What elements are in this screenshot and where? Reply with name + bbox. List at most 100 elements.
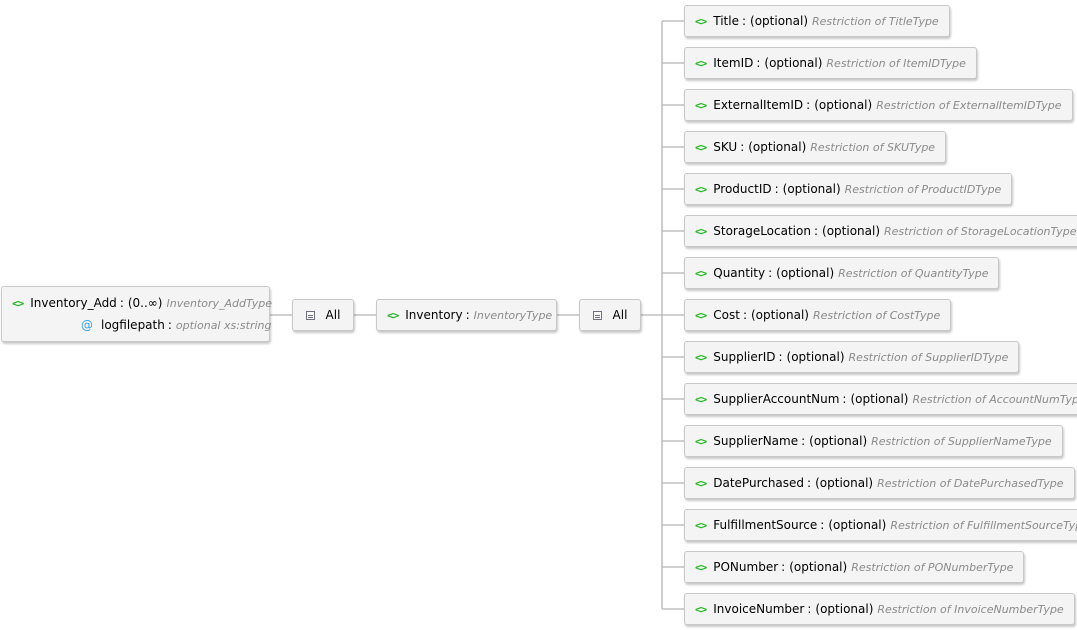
child-element-type: Restriction of SKUType <box>810 140 936 154</box>
child-element-row: <> SupplierName:(optional)Restriction of … <box>685 430 1062 452</box>
element-icon: <> <box>12 296 24 310</box>
child-element-row: <>ItemID:(optional)Restriction of ItemID… <box>685 52 976 74</box>
root-attribute-row[interactable]: @ logfilepath : optional xs:string <box>2 314 272 336</box>
child-element-row: <>FulfillmentSource:(optional)Restrictio… <box>685 514 1077 536</box>
child-element-type: Restriction of CostType <box>812 308 941 322</box>
child-element-name: SupplierName <box>713 434 799 448</box>
compositor-label: All <box>612 308 628 322</box>
child-element-node[interactable]: <>ProductID:(optional)Restriction of Pro… <box>684 173 1013 205</box>
separator: : <box>741 14 747 28</box>
child-element-node[interactable]: <>PONumber:(optional)Restriction of PONu… <box>684 551 1025 583</box>
element-icon: <> <box>695 602 707 616</box>
separator: : <box>119 296 124 310</box>
separator: : <box>167 318 172 332</box>
child-element-type: Restriction of SupplierNameType <box>871 434 1052 448</box>
inventory-element-node[interactable]: <> Inventory : InventoryType <box>376 299 557 331</box>
child-element-occurrence: (optional) <box>786 350 845 364</box>
inventory-element-row: <> Inventory : InventoryType <box>377 304 556 326</box>
child-element-node[interactable]: <>Title:(optional)Restriction of TitleTy… <box>684 5 950 37</box>
element-icon: <> <box>695 224 707 238</box>
child-element-name: InvoiceNumber <box>713 602 805 616</box>
all-compositor-2[interactable]: All <box>579 299 641 331</box>
child-element-name: SupplierID <box>713 350 776 364</box>
separator: : <box>756 56 761 70</box>
child-element-name: DatePurchased <box>713 476 805 490</box>
separator: : <box>807 602 812 616</box>
root-element-row[interactable]: <> Inventory_Add : (0..∞) Inventory_AddT… <box>2 292 272 314</box>
child-element-name: ProductID <box>713 182 772 196</box>
child-element-node[interactable]: <>SupplierID:(optional)Restriction of Su… <box>684 341 1020 373</box>
child-element-type: Restriction of DatePurchasedType <box>877 476 1064 490</box>
child-element-occurrence: (optional) <box>776 266 835 280</box>
child-element-row: <>InvoiceNumber:(optional)Restriction of… <box>685 598 1074 620</box>
child-element-type: Restriction of FulfillmentSourceType <box>890 518 1077 532</box>
child-element-name: SKU <box>713 140 738 154</box>
child-element-node[interactable]: <>InvoiceNumber:(optional)Restriction of… <box>684 593 1075 625</box>
all-compositor-icon <box>592 310 602 320</box>
child-element-node[interactable]: <>SupplierAccountNum:(optional)Restricti… <box>684 383 1077 415</box>
child-element-occurrence: (optional) <box>809 434 868 448</box>
separator: : <box>778 350 783 364</box>
child-element-type: Restriction of TitleType <box>812 14 939 28</box>
child-element-row: <>SupplierAccountNum:(optional)Restricti… <box>685 388 1077 410</box>
child-element-name: Quantity <box>713 266 766 280</box>
all-compositor-1[interactable]: All <box>292 299 354 331</box>
child-element-type: Restriction of PONumberType <box>851 560 1014 574</box>
child-element-name: PONumber <box>713 560 779 574</box>
child-element-occurrence: (optional) <box>815 602 874 616</box>
all-compositor-icon <box>305 310 315 320</box>
child-element-occurrence: (optional) <box>822 224 881 238</box>
child-element-type: Restriction of StorageLocationType <box>884 224 1077 238</box>
element-icon: <> <box>695 182 707 196</box>
element-icon: <> <box>695 14 707 28</box>
child-element-type: Restriction of AccountNumType <box>912 392 1077 406</box>
compositor-label: All <box>325 308 341 322</box>
separator: : <box>806 98 811 112</box>
child-element-node[interactable]: <>ExternalItemID:(optional)Restriction o… <box>684 89 1073 121</box>
root-element-node[interactable]: <> Inventory_Add : (0..∞) Inventory_AddT… <box>1 286 272 342</box>
child-element-name: FulfillmentSource <box>713 518 818 532</box>
element-icon: <> <box>695 266 707 280</box>
element-icon: <> <box>695 518 707 532</box>
child-element-node[interactable]: <> SupplierName:(optional)Restriction of … <box>684 425 1063 457</box>
attribute-icon: @ <box>81 318 93 332</box>
child-element-occurrence: (optional) <box>789 560 848 574</box>
element-icon: <> <box>695 140 707 154</box>
separator: : <box>842 392 847 406</box>
child-element-node[interactable]: <>ItemID:(optional)Restriction of ItemID… <box>684 47 977 79</box>
child-element-row: <>Title:(optional)Restriction of TitleTy… <box>685 10 949 32</box>
child-element-node[interactable]: <>Cost:(optional)Restriction of CostType <box>684 299 952 331</box>
element-icon: <> <box>695 392 707 406</box>
child-element-type: Restriction of ExternalItemIDType <box>876 98 1062 112</box>
element-icon: <> <box>695 560 707 574</box>
element-icon: <> <box>695 308 707 322</box>
child-element-node[interactable]: <>DatePurchased:(optional)Restriction of… <box>684 467 1075 499</box>
attribute-name: logfilepath <box>101 318 165 332</box>
child-element-occurrence: (optional) <box>782 182 841 196</box>
child-element-row: <>Cost:(optional)Restriction of CostType <box>685 304 950 326</box>
child-element-name: ExternalItemID <box>713 98 804 112</box>
child-element-type: Restriction of QuantityType <box>838 266 989 280</box>
separator: : <box>820 518 825 532</box>
element-icon: <> <box>695 56 707 70</box>
separator: : <box>465 308 470 322</box>
root-element-name: Inventory_Add <box>30 296 117 310</box>
child-element-node[interactable]: <>SKU:(optional)Restriction of SKUType <box>684 131 947 163</box>
separator: : <box>801 434 806 448</box>
child-element-node[interactable]: <>FulfillmentSource:(optional)Restrictio… <box>684 509 1077 541</box>
separator: : <box>774 182 779 196</box>
child-element-row: <> StorageLocation:(optional)Restriction … <box>685 220 1077 242</box>
separator: : <box>807 476 812 490</box>
separator: : <box>813 224 819 238</box>
child-element-row: <>DatePurchased:(optional)Restriction of… <box>685 472 1074 494</box>
child-element-name: StorageLocation <box>713 224 811 238</box>
child-element-node[interactable]: <>Quantity:(optional)Restriction of Quan… <box>684 257 1000 289</box>
child-element-row: <>Quantity:(optional)Restriction of Quan… <box>685 262 998 284</box>
child-element-node[interactable]: <> StorageLocation:(optional)Restriction … <box>684 215 1077 247</box>
child-element-occurrence: (optional) <box>815 476 874 490</box>
element-icon: <> <box>695 434 707 448</box>
child-element-occurrence: (optional) <box>850 392 909 406</box>
child-element-name: Title <box>713 14 739 28</box>
child-element-row: <>ExternalItemID:(optional)Restriction o… <box>685 94 1072 116</box>
